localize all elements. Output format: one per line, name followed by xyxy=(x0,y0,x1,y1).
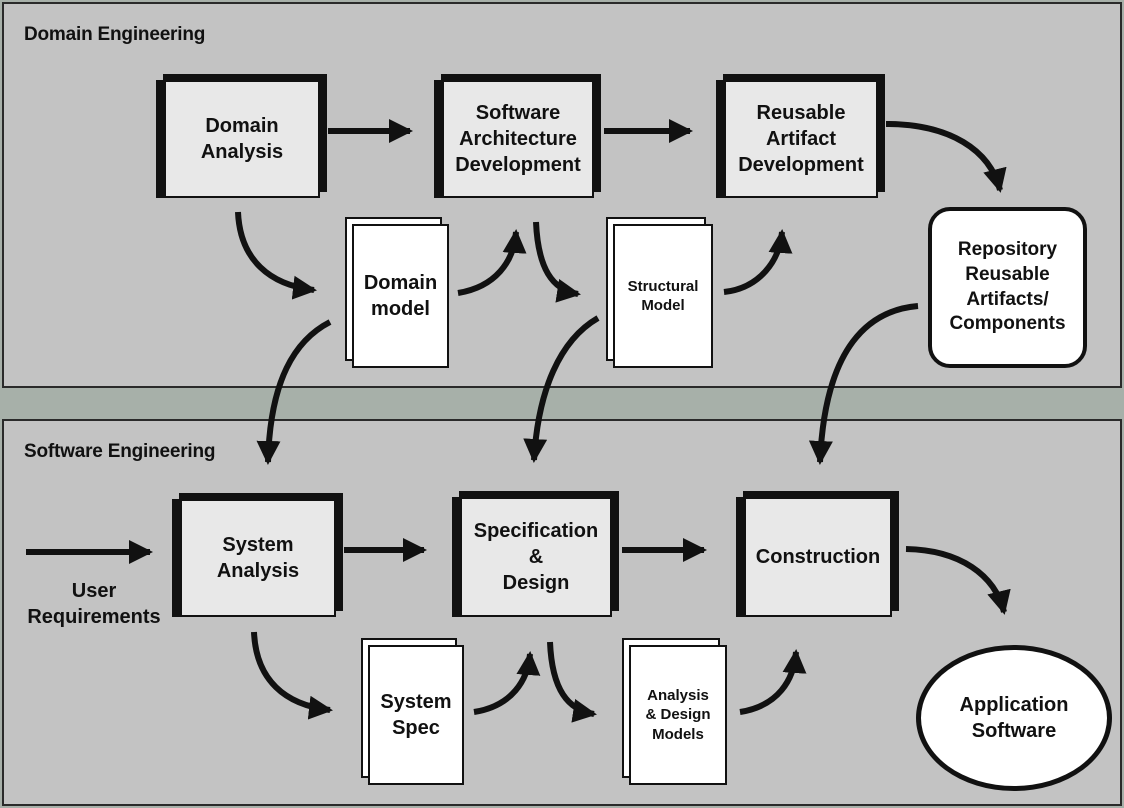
analysis-design-models-document: Analysis & Design Models xyxy=(629,645,727,785)
structural-model-label: Structural Model xyxy=(627,277,699,315)
structural-model-document: Structural Model xyxy=(613,224,713,368)
domain-model-label: Domain model xyxy=(363,272,438,320)
domain-analysis-box: Domain Analysis xyxy=(156,80,320,198)
repository-store: Repository Reusable Artifacts/ Component… xyxy=(928,207,1087,368)
analysis-design-models-label: Analysis & Design Models xyxy=(645,686,711,743)
application-software-label: Application Software xyxy=(959,694,1069,742)
specification-design-label: Specification & Design xyxy=(473,520,599,594)
user-requirements-text: User Requirements xyxy=(14,578,174,630)
repository-label: Repository Reusable Artifacts/ Component… xyxy=(949,239,1066,335)
domain-analysis-label: Domain Analysis xyxy=(200,115,284,163)
application-software-oval: Application Software xyxy=(916,645,1112,791)
reusable-artifact-development-label: Reusable Artifact Development xyxy=(738,102,864,176)
domain-model-document: Domain model xyxy=(352,224,449,368)
software-architecture-development-box: Software Architecture Development xyxy=(434,80,594,198)
construction-label: Construction xyxy=(755,546,881,568)
software-engineering-title: Software Engineering xyxy=(24,441,216,462)
reusable-artifact-development-box: Reusable Artifact Development xyxy=(716,80,878,198)
system-analysis-label: System Analysis xyxy=(216,534,300,582)
construction-box: Construction xyxy=(736,497,892,617)
system-spec-label: System Spec xyxy=(380,691,452,739)
specification-design-box: Specification & Design xyxy=(452,497,612,617)
user-requirements-label: User Requirements xyxy=(27,580,161,628)
system-analysis-box: System Analysis xyxy=(172,499,336,617)
system-spec-document: System Spec xyxy=(368,645,464,785)
software-architecture-development-label: Software Architecture Development xyxy=(455,102,581,176)
domain-engineering-title: Domain Engineering xyxy=(24,24,206,45)
